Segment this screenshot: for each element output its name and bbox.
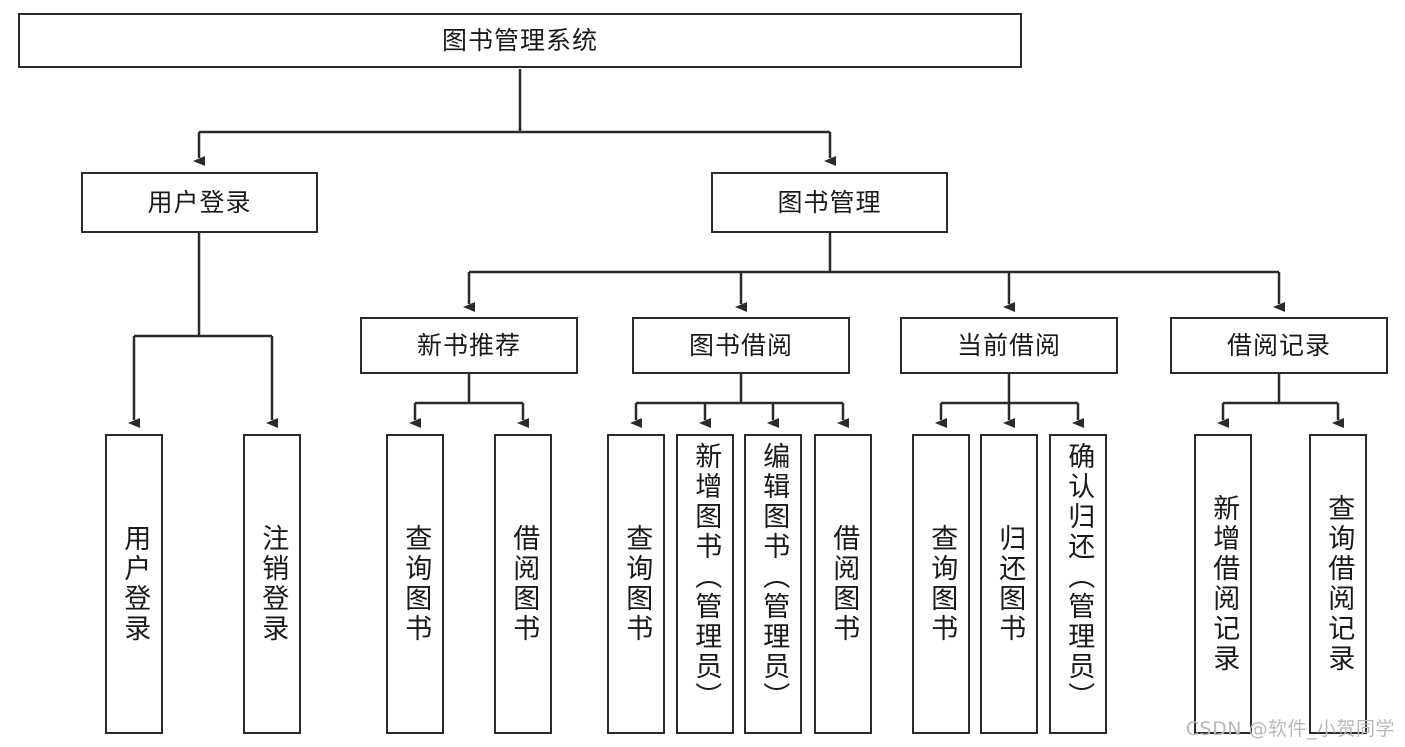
- node-book-borrow[interactable]: 图书借阅: [632, 317, 850, 374]
- leaf-label: 查询图书: [621, 524, 653, 644]
- node-label: 当前借阅: [956, 330, 1061, 360]
- node-label: 借阅记录: [1226, 330, 1331, 360]
- leaf-query-book-current[interactable]: 查询图书: [912, 434, 970, 734]
- node-label: 图书管理: [777, 187, 882, 217]
- leaf-label: 新增借阅记录: [1208, 494, 1240, 674]
- leaf-borrow-book[interactable]: 借阅图书: [814, 434, 872, 734]
- node-book-management[interactable]: 图书管理: [711, 172, 948, 233]
- node-user-login[interactable]: 用户登录: [81, 172, 318, 233]
- leaf-borrow-book-recommend[interactable]: 借阅图书: [494, 434, 552, 734]
- node-label: 用户登录: [147, 187, 252, 217]
- leaf-add-borrow-record[interactable]: 新增借阅记录: [1194, 434, 1252, 734]
- leaf-label: 确认归还（管理员）: [1063, 442, 1095, 712]
- watermark-text: CSDN @软件_小贺同学: [1185, 718, 1395, 740]
- leaf-confirm-return-admin[interactable]: 确认归还（管理员）: [1049, 434, 1107, 734]
- node-label: 图书借阅: [688, 330, 793, 360]
- node-root-book-management-system[interactable]: 图书管理系统: [18, 13, 1022, 68]
- leaf-query-borrow-record[interactable]: 查询借阅记录: [1309, 434, 1367, 734]
- leaf-label: 新增图书（管理员）: [690, 442, 722, 712]
- leaf-logout[interactable]: 注销登录: [243, 434, 301, 734]
- leaf-label: 编辑图书（管理员）: [758, 442, 790, 712]
- node-borrow-record[interactable]: 借阅记录: [1170, 317, 1388, 374]
- leaf-label: 用户登录: [119, 524, 151, 644]
- leaf-label: 借阅图书: [508, 524, 540, 644]
- leaf-user-login[interactable]: 用户登录: [105, 434, 163, 734]
- leaf-add-book-admin[interactable]: 新增图书（管理员）: [676, 434, 734, 734]
- leaf-label: 归还图书: [994, 524, 1026, 644]
- leaf-label: 查询图书: [400, 524, 432, 644]
- leaf-query-book-recommend[interactable]: 查询图书: [386, 434, 444, 734]
- node-new-book-recommend[interactable]: 新书推荐: [360, 317, 578, 374]
- leaf-edit-book-admin[interactable]: 编辑图书（管理员）: [744, 434, 802, 734]
- leaf-label: 借阅图书: [828, 524, 860, 644]
- node-label: 图书管理系统: [441, 25, 598, 55]
- leaf-label: 注销登录: [257, 524, 289, 644]
- node-label: 新书推荐: [416, 330, 521, 360]
- leaf-label: 查询借阅记录: [1323, 494, 1355, 674]
- node-current-borrow[interactable]: 当前借阅: [900, 317, 1118, 374]
- leaf-label: 查询图书: [926, 524, 958, 644]
- leaf-query-book-borrow[interactable]: 查询图书: [607, 434, 665, 734]
- leaf-return-book[interactable]: 归还图书: [980, 434, 1038, 734]
